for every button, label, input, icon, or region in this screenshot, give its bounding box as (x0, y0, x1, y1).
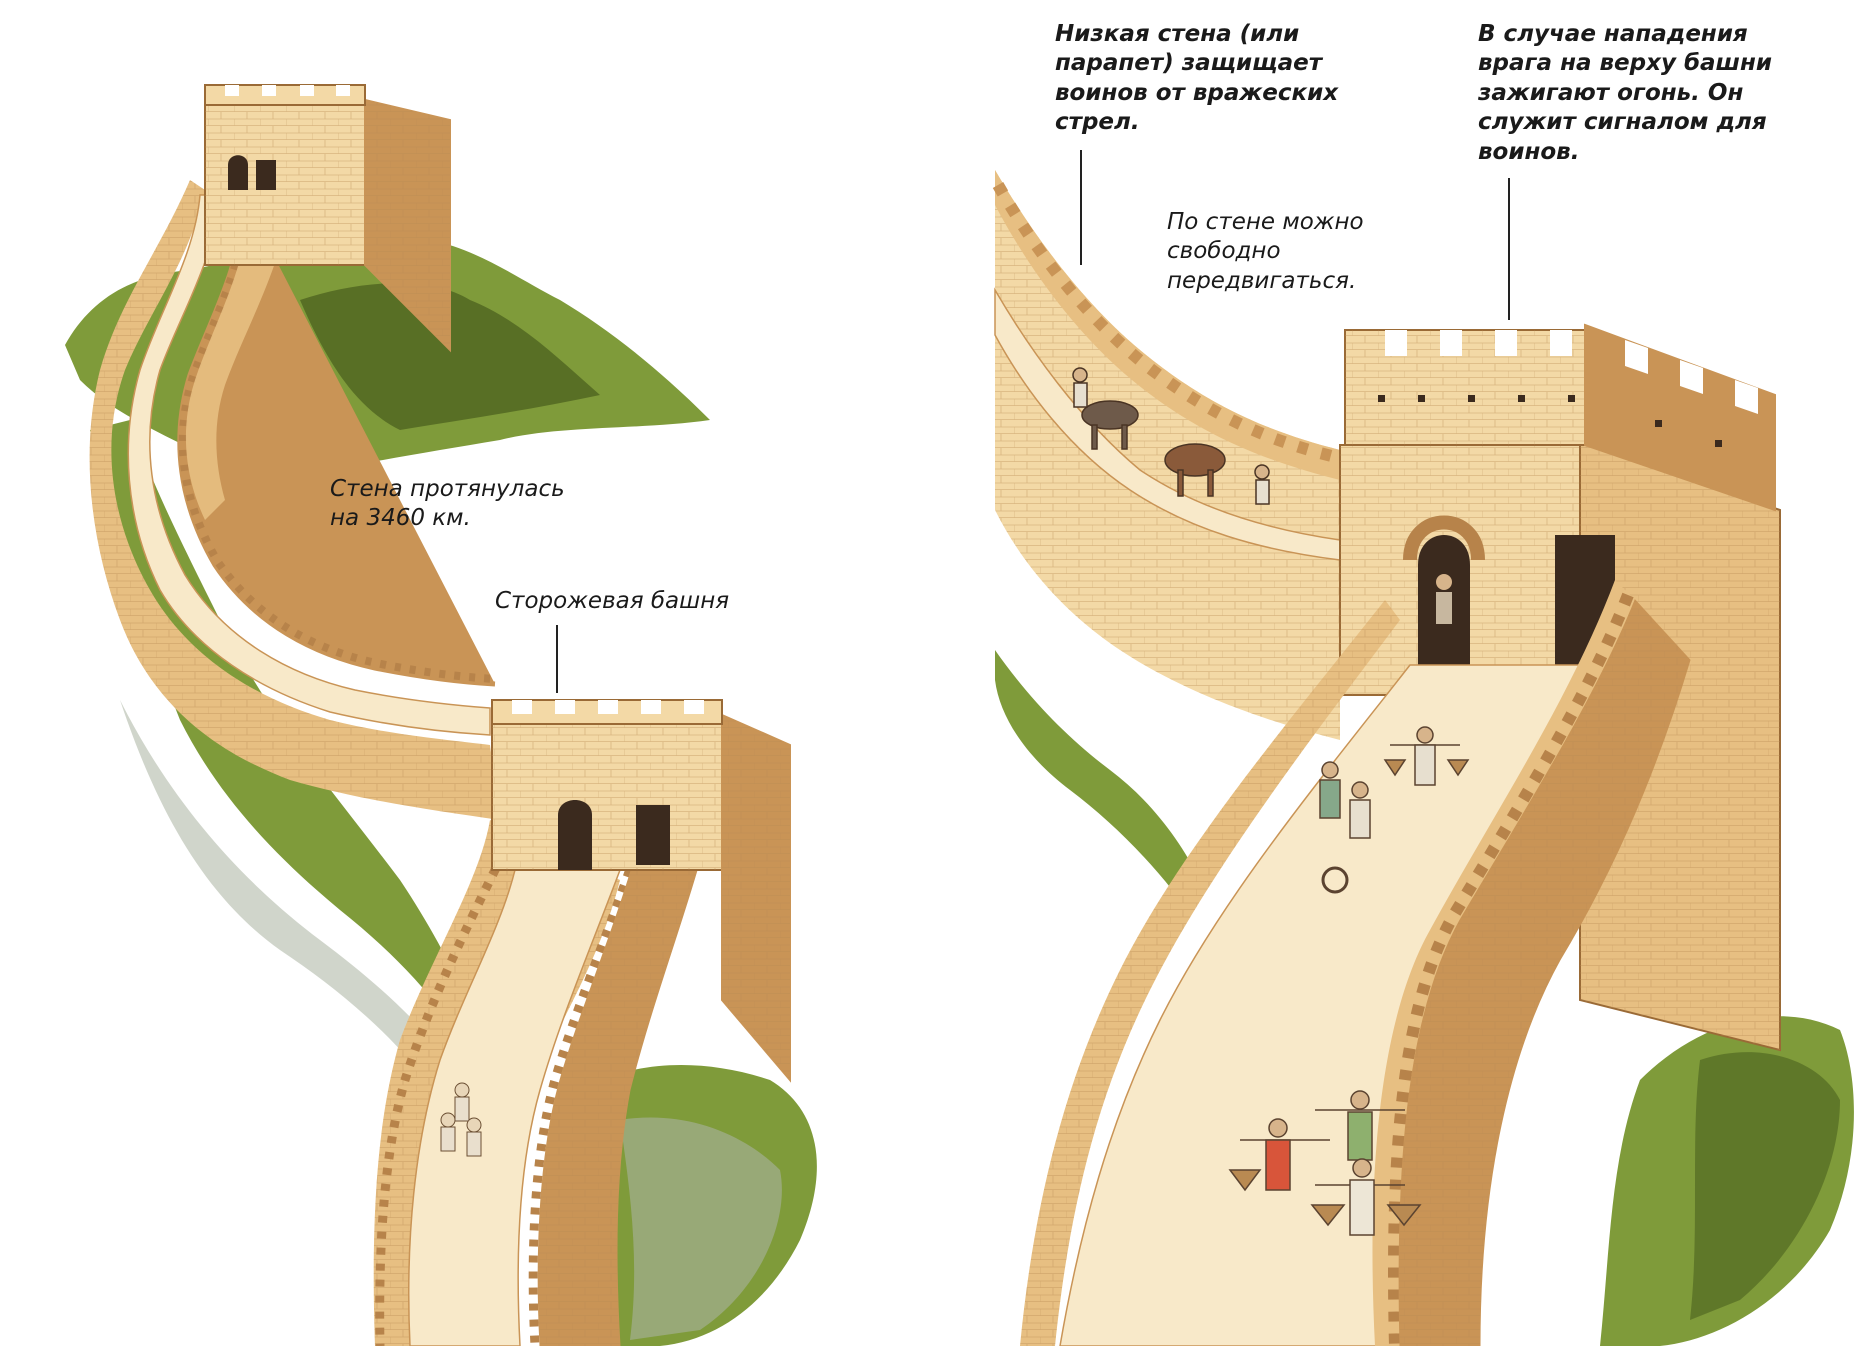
front-ramp-right-crenellations (1388, 592, 1634, 1346)
winding-wall-parapet-dashes (178, 204, 496, 683)
left-wall-scene (65, 84, 817, 1346)
wall-length-label: Стена протянулась на 3460 км. (330, 476, 565, 532)
porters-group (1228, 726, 1470, 1236)
right-scene-greenery-left (995, 650, 1200, 900)
winding-wall-inner-face (185, 205, 290, 520)
lower-wall-parapet-left (375, 837, 515, 1346)
main-tower (1339, 323, 1781, 1052)
pack-animals (1072, 367, 1270, 505)
move-freely-label: По стене можно свободно передвигаться. (1167, 209, 1364, 294)
upper-hill-greenery-dark (300, 283, 600, 430)
right-wall-scene (992, 170, 1854, 1346)
signal-fire-label: В случае нападения врага на верху башни … (1478, 21, 1772, 165)
parapet-label: Низкая стена (или парапет) защищает воин… (1055, 21, 1339, 136)
signal-fire-leader-line (1508, 178, 1510, 320)
winding-wall-walkway (127, 194, 491, 736)
left-slope-rocks (120, 700, 470, 1100)
travelers-group (440, 1082, 482, 1157)
right-cliff-rocks (620, 1117, 782, 1340)
lower-wall-walkway (408, 869, 622, 1346)
lower-watchtower (491, 699, 791, 1083)
top-watchtower (204, 84, 451, 353)
parapet-leader-line (1080, 150, 1082, 265)
watchtower-label: Сторожевая башня (495, 588, 730, 614)
watchtower-leader-line (556, 625, 558, 693)
right-scene-greenery-right-dark (1690, 1052, 1840, 1320)
lower-wall-parapet-right (528, 838, 645, 1346)
